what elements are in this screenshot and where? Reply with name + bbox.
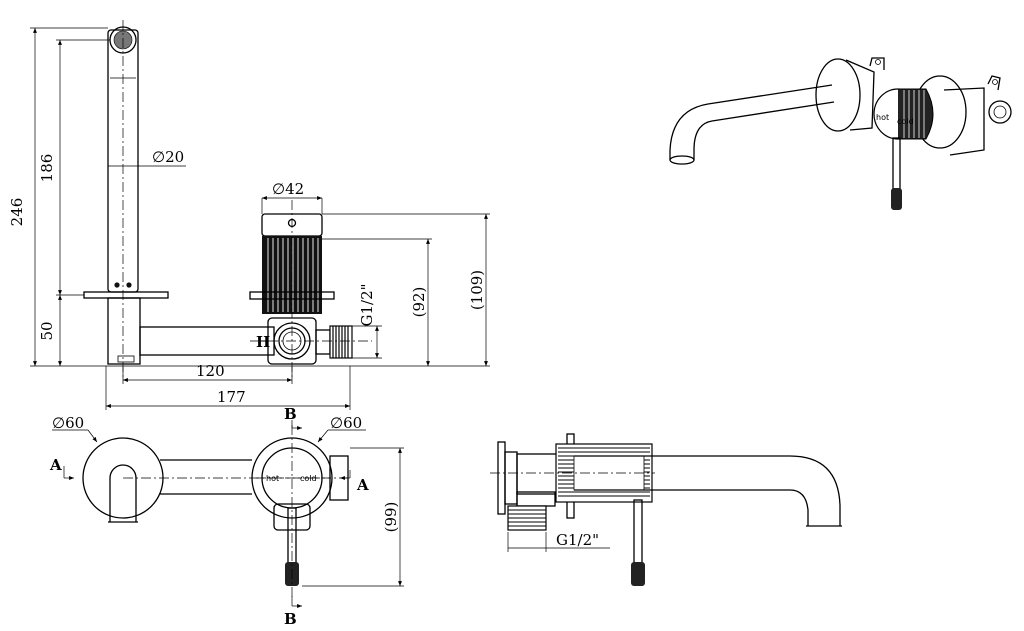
iso-hot-label: hot xyxy=(876,113,889,122)
dim-height-spout: 186 xyxy=(38,154,56,183)
top-view: hot cold xyxy=(52,420,404,608)
dim-99: (99) xyxy=(382,502,400,533)
iso-lever xyxy=(892,137,901,191)
h-mark: H xyxy=(256,333,270,351)
section-b-bottom: B xyxy=(284,610,297,628)
iso-cold-label: cold xyxy=(897,117,914,126)
dim-dia-spout: ∅20 xyxy=(152,148,184,166)
side-thread-connector xyxy=(315,325,353,359)
dim-109: (109) xyxy=(468,270,486,310)
front-elevation-view: H xyxy=(83,20,372,380)
dim-dia-handle: ∅42 xyxy=(272,180,304,198)
spout-wall-plate xyxy=(83,291,169,299)
dim-dia-plate-left: ∅60 xyxy=(52,414,84,432)
dim-92: (92) xyxy=(410,287,428,318)
side-wall-plate xyxy=(497,441,506,515)
iso-spout-plate xyxy=(815,58,861,132)
section-a-left: A xyxy=(49,456,62,474)
top-hot-label: hot xyxy=(266,474,279,483)
iso-lever-grip xyxy=(891,188,902,210)
dim-height-base: 50 xyxy=(38,321,56,340)
section-b-top: B xyxy=(284,405,297,423)
iso-handle: hot cold xyxy=(873,88,934,140)
spout-body xyxy=(107,297,141,365)
side-bottom-thread xyxy=(507,505,547,531)
isometric-view: hot cold xyxy=(669,57,1012,210)
side-lever-grip xyxy=(631,562,645,586)
dim-177: 177 xyxy=(217,388,246,406)
section-a-right: A xyxy=(356,476,369,494)
side-spout xyxy=(574,455,841,526)
dim-height-total: 246 xyxy=(8,198,26,227)
top-cold-label: cold xyxy=(300,474,317,483)
front-view-dimensions xyxy=(30,27,490,410)
side-lever xyxy=(633,499,643,567)
dim-thread-side: G1/2" xyxy=(358,283,376,326)
dim-thread-bottom: G1/2" xyxy=(556,531,599,549)
dim-dia-plate-right: ∅60 xyxy=(330,414,362,432)
dim-120: 120 xyxy=(196,362,225,380)
iso-spout xyxy=(669,84,833,160)
side-view xyxy=(490,433,842,586)
